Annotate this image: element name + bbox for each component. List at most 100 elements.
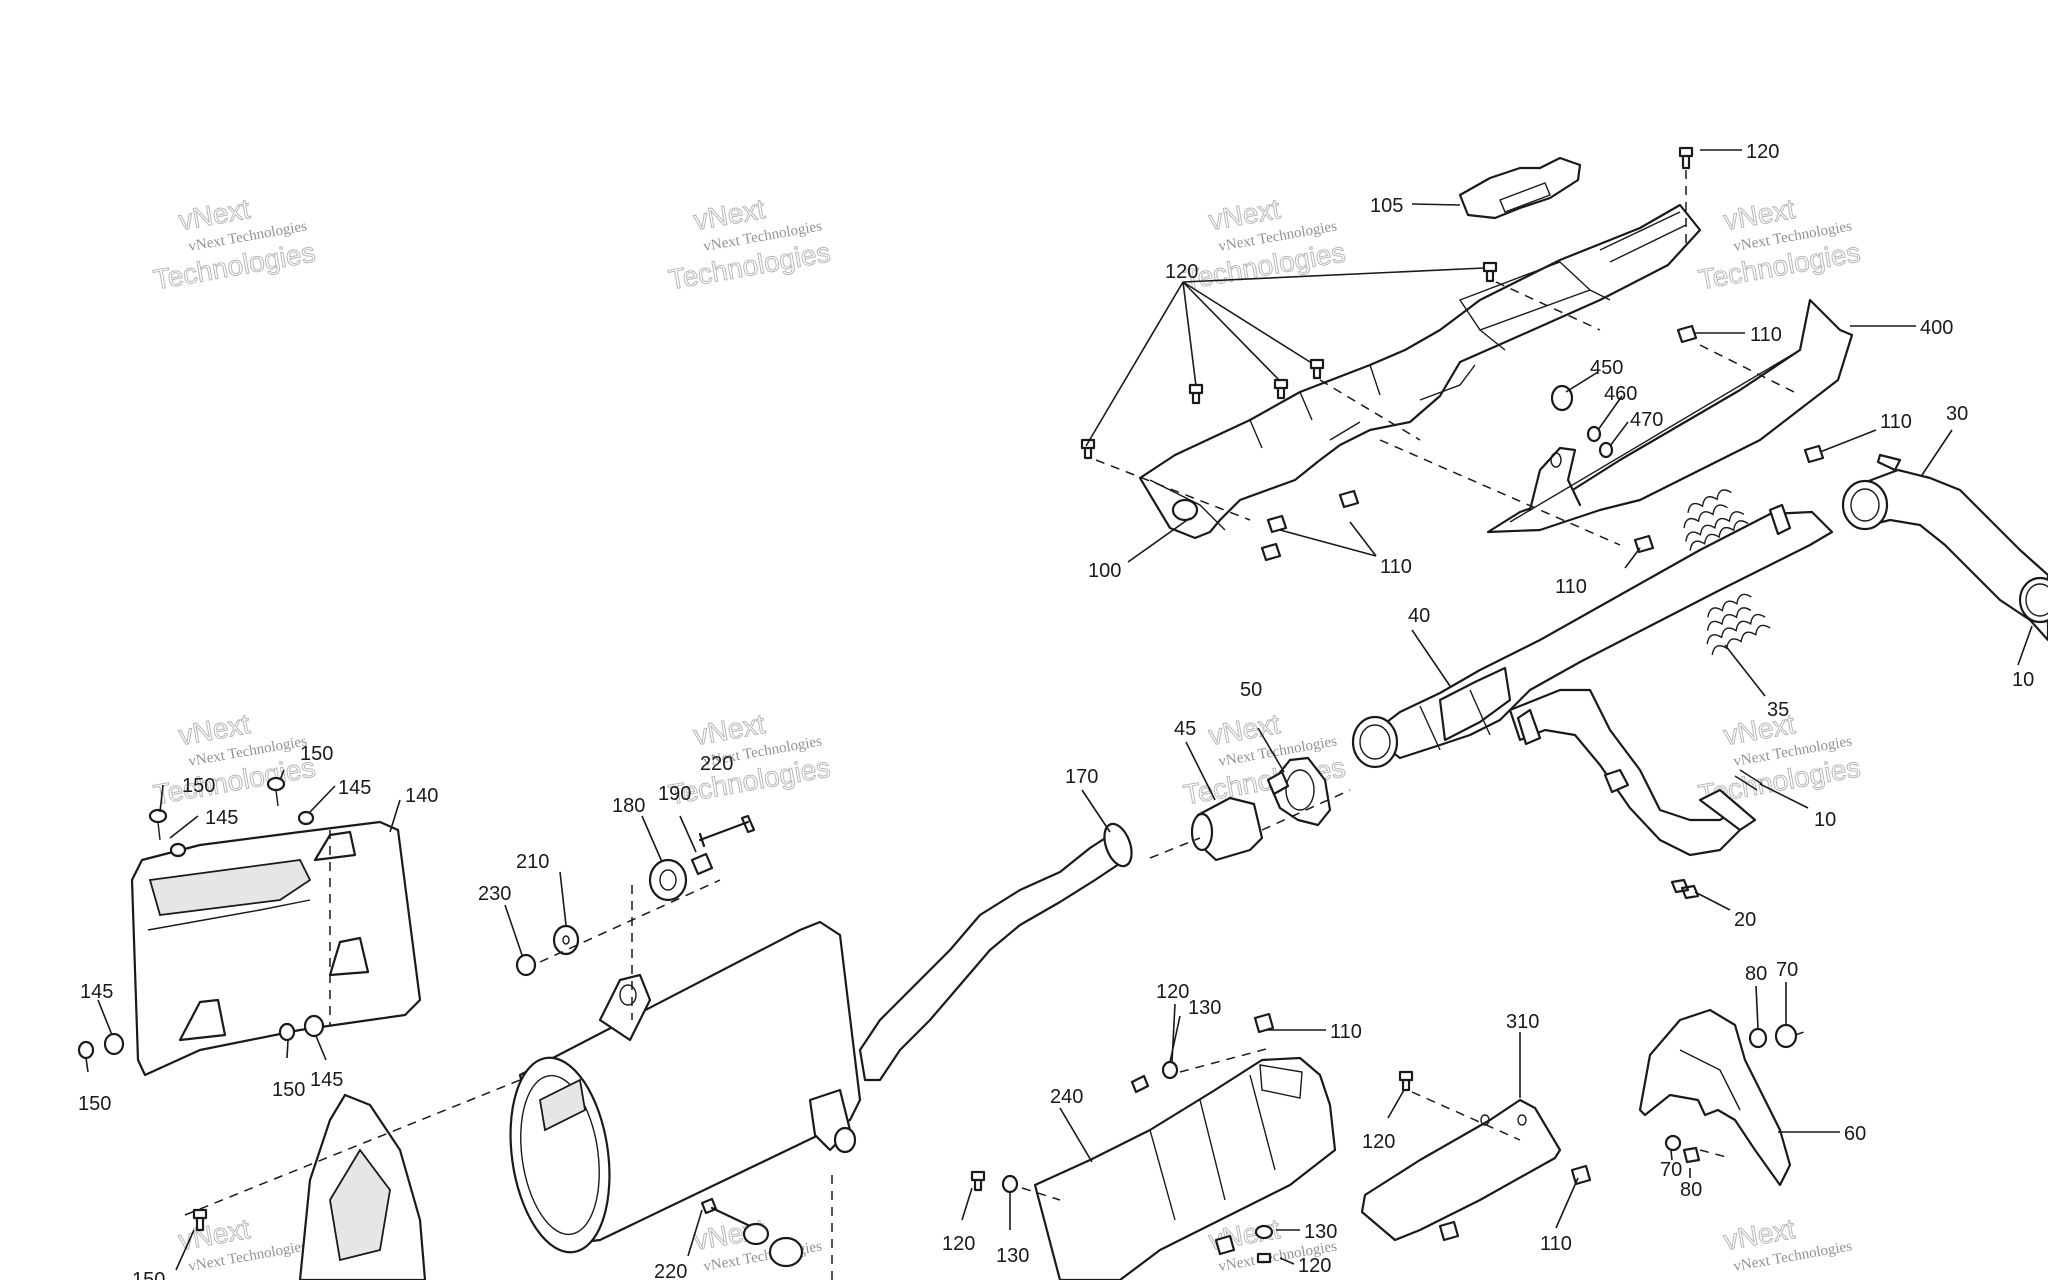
callout-label: 20: [1734, 909, 1756, 931]
heat-shield-240: [1033, 1056, 1337, 1280]
mid-pipe-40: [1351, 503, 1834, 857]
clip-110: [1214, 1234, 1236, 1256]
grommet: [768, 1236, 804, 1268]
watermark: vNext vNext Technologies Technologies: [151, 193, 318, 296]
bolt-80: [1682, 1146, 1701, 1164]
clip-110: [1438, 1220, 1460, 1242]
washer-145: [103, 1032, 125, 1056]
callout-label: 130: [1188, 997, 1221, 1019]
clamp-50: [1266, 756, 1332, 827]
callout-label: 80: [1680, 1179, 1702, 1201]
callout-label: 110: [1750, 324, 1782, 346]
bolt-120: [1309, 358, 1325, 380]
bolt-120: [1188, 383, 1204, 405]
washer-130: [1254, 1224, 1274, 1240]
callout-label: 400: [1920, 317, 1953, 339]
heat-shield-140: [130, 820, 422, 1077]
bolt-120: [1256, 1252, 1272, 1264]
callout-label: 450: [1590, 357, 1623, 379]
clip-110: [1253, 1012, 1275, 1034]
clip-110: [1676, 324, 1698, 344]
callout-label: 80: [1745, 963, 1767, 985]
end-cap-shield: [298, 1093, 427, 1280]
nut-20: [1670, 878, 1700, 900]
callout-label: 210: [516, 851, 549, 873]
heat-shield-upper-100: [1138, 203, 1702, 540]
callout-label: 190: [658, 783, 691, 805]
callout-label: 120: [1746, 141, 1779, 163]
hardware: [77, 146, 1825, 1268]
bolt-220: [698, 814, 756, 848]
washer-80: [1748, 1027, 1768, 1049]
callout-label: 40: [1408, 605, 1430, 627]
callout-label: 10: [1814, 809, 1836, 831]
nut-470: [1598, 441, 1614, 459]
callout-label: 145: [205, 807, 238, 829]
callout-label: 470: [1630, 409, 1663, 431]
heat-shield-lower-400: [1486, 298, 1854, 534]
sleeve-45: [1190, 796, 1264, 862]
callout-label: 110: [1330, 1021, 1362, 1043]
callout-label: 70: [1660, 1159, 1682, 1181]
muffler-170: [509, 822, 1133, 1254]
watermark: vNext vNext Technologies Technologies: [666, 193, 833, 296]
clip-110: [1570, 1164, 1592, 1186]
callout-label: 45: [1174, 718, 1196, 740]
callout-label: 150: [272, 1079, 305, 1101]
callout-label: 145: [310, 1069, 343, 1091]
washer-70: [1774, 1023, 1798, 1049]
spring-35-upper: [1683, 489, 1749, 551]
callout-label: 120: [1165, 261, 1198, 283]
callout-label: 30: [1946, 403, 1968, 425]
callout-label: 120: [1298, 1255, 1331, 1277]
clip-110: [1338, 489, 1360, 509]
washer-70: [1664, 1134, 1682, 1152]
callout-label: 140: [405, 785, 438, 807]
bolt-120: [1678, 146, 1694, 170]
callout-label: 220: [700, 753, 733, 775]
heat-shield-60: [1638, 1008, 1792, 1187]
callout-label: 120: [1362, 1131, 1395, 1153]
washer-210: [552, 924, 580, 956]
spacer-190: [690, 852, 714, 876]
callout-label: 10: [2012, 669, 2034, 691]
callout-label: 110: [1540, 1233, 1572, 1255]
assembly-lines: [184, 170, 1811, 1280]
callout-label: 60: [1844, 1123, 1866, 1145]
bolt-120: [970, 1170, 986, 1192]
callout-label: 310: [1506, 1011, 1539, 1033]
head-pipe-30: [1841, 453, 2048, 642]
callout-label: 120: [942, 1233, 975, 1255]
washer-145: [297, 810, 315, 826]
clip-110: [1266, 514, 1288, 534]
bolt-120: [1398, 1070, 1414, 1092]
bolt-120: [1482, 261, 1498, 283]
callout-label: 70: [1776, 959, 1798, 981]
callout-label: 105: [1370, 195, 1403, 217]
callout-label: 50: [1240, 679, 1262, 701]
washer-145: [169, 842, 187, 858]
washer-460: [1586, 425, 1602, 443]
clip-110: [1803, 444, 1825, 464]
callout-label: 110: [1555, 576, 1587, 598]
bolt-120: [1273, 378, 1289, 400]
callout-label: 110: [1380, 556, 1412, 578]
bolt-120: [1130, 1074, 1150, 1094]
callout-label: 110: [1880, 411, 1912, 433]
callout-label: 460: [1604, 383, 1637, 405]
washer: [742, 1222, 770, 1246]
callout-label: 230: [478, 883, 511, 905]
callout-label: 150: [182, 775, 215, 797]
callout-label: 145: [80, 981, 113, 1003]
watermark: vNext vNext Technologies Technologies: [1696, 193, 1863, 296]
nut-230: [515, 953, 537, 977]
callout-label: 150: [132, 1269, 165, 1280]
callout-label: 100: [1088, 560, 1121, 582]
clip-110: [1633, 534, 1655, 554]
nut-150: [77, 1040, 95, 1060]
clip-110: [1260, 542, 1282, 562]
bracket-310: [1360, 1098, 1562, 1242]
spring-35-lower: [1706, 593, 1771, 656]
watermark: vNext vNext Technologies Technologies: [151, 708, 318, 811]
